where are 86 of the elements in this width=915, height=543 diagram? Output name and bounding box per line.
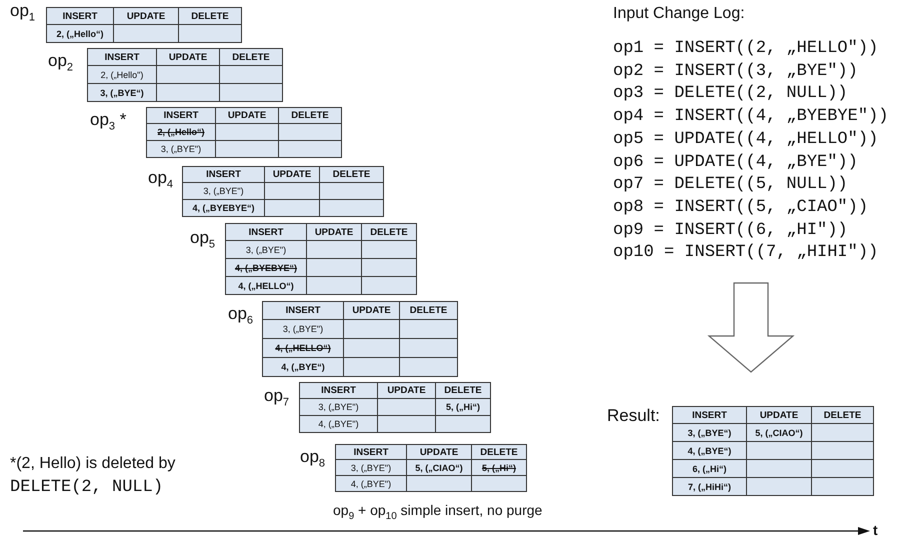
code-line: op3 = DELETE((2, NULL)) bbox=[613, 83, 848, 106]
column-header: DELETE bbox=[362, 223, 417, 241]
column-header: DELETE bbox=[812, 406, 874, 424]
table-cell: 4, („BYE") bbox=[335, 476, 407, 492]
table-cell: 4, („HELLO“) bbox=[225, 277, 307, 295]
column-header: INSERT bbox=[672, 406, 747, 424]
table-cell: 3, („BYE") bbox=[335, 460, 407, 476]
axis-label: t bbox=[873, 522, 878, 538]
column-header: UPDATE bbox=[407, 444, 472, 460]
table-cell: 4, („BYE“) bbox=[262, 358, 344, 377]
table-cell: 3, („BYE") bbox=[182, 183, 265, 200]
code-line: op1 = INSERT((2, „HELLO")) bbox=[613, 38, 878, 60]
data-table bbox=[46, 7, 242, 43]
code-line: op5 = UPDATE((4, „HELLO")) bbox=[613, 128, 878, 151]
footnote: *(2, Hello) is deleted by bbox=[10, 455, 176, 473]
column-header: INSERT bbox=[87, 48, 157, 66]
data-table bbox=[182, 166, 384, 217]
data-table bbox=[146, 107, 342, 158]
table-label: op$_{7}$ bbox=[264, 386, 290, 408]
column-header: INSERT bbox=[146, 107, 216, 124]
table-label: op$_{8}$ bbox=[300, 447, 326, 470]
column-header: INSERT bbox=[46, 7, 114, 25]
column-header: UPDATE bbox=[307, 223, 362, 241]
table-cell: 2, („Hello") bbox=[87, 66, 157, 84]
column-header: INSERT bbox=[299, 382, 378, 399]
data-table bbox=[87, 48, 283, 102]
column-header: UPDATE bbox=[265, 166, 320, 183]
table-cell: 2, („Hello“) bbox=[46, 25, 114, 43]
table-cell: 4, („BYEBYE“) bbox=[225, 259, 307, 277]
table-label: op$_{5}$ bbox=[190, 228, 216, 250]
column-header: DELETE bbox=[436, 382, 491, 399]
column-header: UPDATE bbox=[747, 406, 812, 424]
column-header: UPDATE bbox=[157, 48, 220, 66]
table-cell: 5, („Hi“) bbox=[436, 399, 491, 416]
table-label: op$_{3}$ * bbox=[90, 110, 126, 132]
column-header: UPDATE bbox=[344, 301, 400, 320]
data-table bbox=[225, 223, 417, 295]
column-header: DELETE bbox=[320, 166, 384, 183]
column-header: DELETE bbox=[400, 301, 458, 320]
data-table bbox=[335, 444, 527, 492]
column-header: UPDATE bbox=[216, 107, 279, 124]
column-header: INSERT bbox=[335, 444, 407, 460]
table-cell: 3, („BYE“) bbox=[87, 84, 157, 102]
code-line: op8 = INSERT((5, „CIAO")) bbox=[613, 196, 868, 219]
code-line: op2 = INSERT((3, „BYE")) bbox=[613, 60, 858, 83]
table-cell: 3, („BYE“) bbox=[672, 424, 747, 442]
table-cell: 4, („BYEBYE“) bbox=[182, 200, 265, 217]
column-header: INSERT bbox=[225, 223, 307, 241]
table-cell: 4, („BYE") bbox=[299, 416, 378, 433]
data-table bbox=[262, 301, 458, 377]
table-cell: 6, („Hi“) bbox=[672, 460, 747, 478]
column-header: UPDATE bbox=[114, 7, 179, 25]
column-header: UPDATE bbox=[378, 382, 436, 399]
code-line: op7 = DELETE((5, NULL)) bbox=[613, 174, 848, 196]
code-line: op9 = INSERT((6, „HI")) bbox=[613, 220, 848, 242]
table-cell: 3, („BYE") bbox=[225, 241, 307, 259]
note: op$_{9}$ + op$_{10}$ simple insert, no purge bbox=[333, 502, 542, 522]
code-line: op10 = INSERT((7, „HIHI")) bbox=[613, 242, 878, 264]
table-label: op$_{1}$ bbox=[10, 1, 36, 24]
data-table bbox=[299, 382, 491, 433]
code-note: DELETE(2, NULL) bbox=[10, 478, 164, 497]
table-cell: 2, („Hello“) bbox=[146, 124, 216, 141]
column-header: INSERT bbox=[262, 301, 344, 320]
block-arrow bbox=[707, 282, 795, 373]
table-cell: 3, („BYE") bbox=[146, 141, 216, 158]
column-header: DELETE bbox=[472, 444, 527, 460]
table-label: op$_{4}$ bbox=[148, 168, 174, 190]
table-cell: 3, („BYE") bbox=[299, 399, 378, 416]
column-header: DELETE bbox=[179, 7, 242, 25]
table-label: op$_{6}$ bbox=[228, 304, 254, 326]
table-cell: 7, („HiHi“) bbox=[672, 478, 747, 496]
table-label: op$_{2}$ bbox=[48, 51, 74, 74]
table-cell: 3, („BYE") bbox=[262, 320, 344, 339]
table-label: Result: bbox=[607, 406, 660, 426]
data-table bbox=[672, 406, 874, 496]
log-heading: Input Change Log: bbox=[613, 4, 745, 24]
column-header: DELETE bbox=[279, 107, 342, 124]
table-cell: 5, („CIAO“) bbox=[747, 424, 812, 442]
table-cell: 5, („CIAO“) bbox=[407, 460, 472, 476]
code-line: op4 = INSERT((4, „BYEBYE")) bbox=[613, 106, 888, 128]
table-cell: 5, („Hi“) bbox=[472, 460, 527, 476]
code-line: op6 = UPDATE((4, „BYE")) bbox=[613, 152, 858, 174]
table-cell: 4, („BYE“) bbox=[672, 442, 747, 460]
column-header: DELETE bbox=[220, 48, 283, 66]
table-cell: 4, („HELLO“) bbox=[262, 339, 344, 358]
column-header: INSERT bbox=[182, 166, 265, 183]
